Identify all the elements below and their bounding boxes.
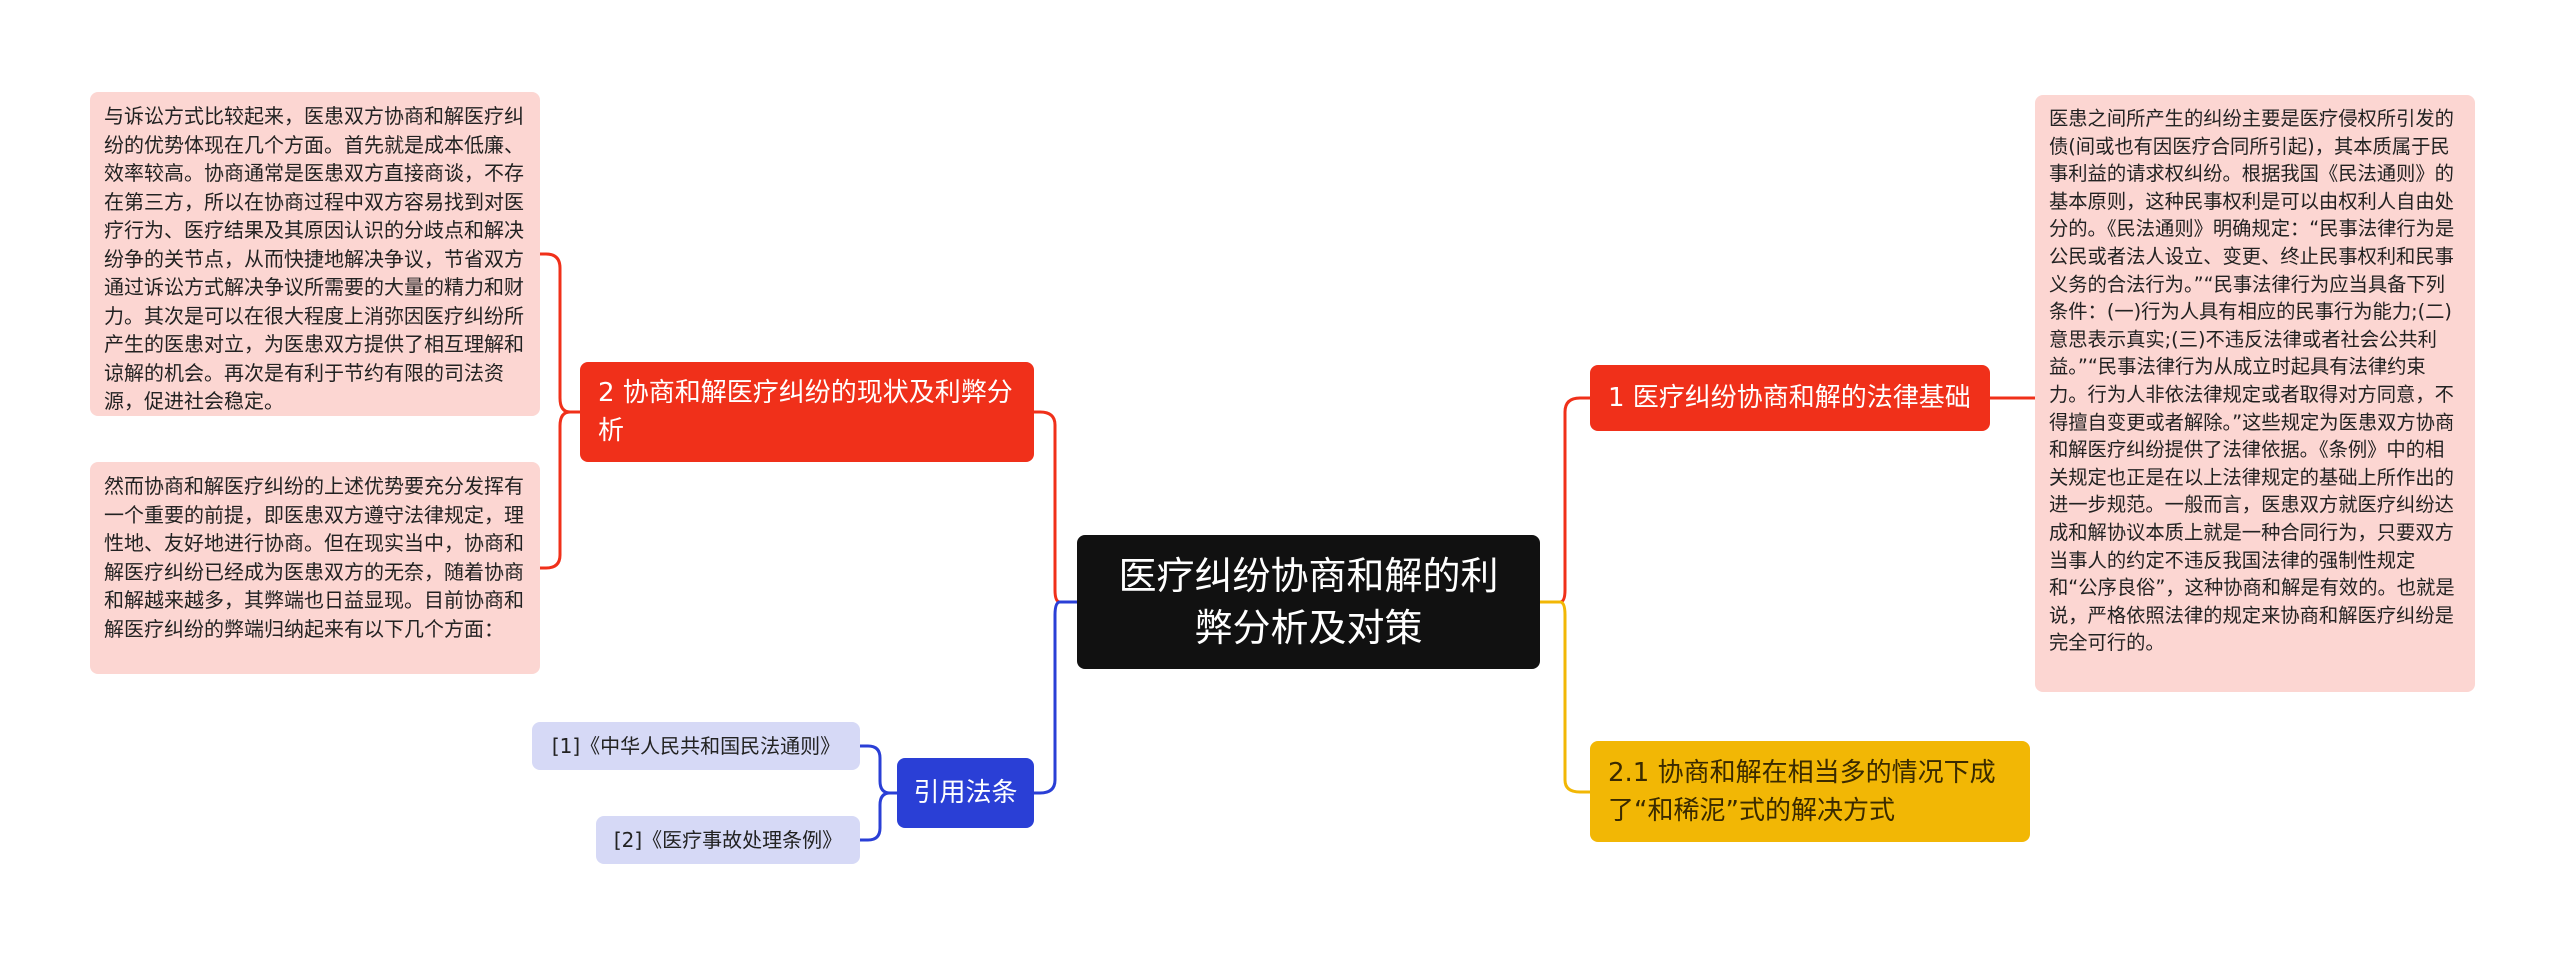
ref-item-medical-regulation[interactable]: [2]《医疗事故处理条例》 xyxy=(596,816,860,864)
branch-status-analysis-label: 2 协商和解医疗纠纷的现状及利弊分析 xyxy=(598,378,1013,446)
link-refs-to-item-2 xyxy=(860,791,897,842)
link-refs-to-item-1 xyxy=(860,744,897,795)
link-center-to-status xyxy=(1034,410,1077,604)
ref-item-medical-regulation-label: [2]《医疗事故处理条例》 xyxy=(613,828,843,852)
note-drawbacks-text: 然而协商和解医疗纠纷的上述优势要充分发挥有一个重要的前提，即医患双方遵守法律规定… xyxy=(104,474,524,641)
ref-item-civil-law-label: [1]《中华人民共和国民法通则》 xyxy=(551,734,841,758)
branch-legal-basis-label: 1 医疗纠纷协商和解的法律基础 xyxy=(1608,383,1971,413)
note-advantages[interactable]: 与诉讼方式比较起来，医患双方协商和解医疗纠纷的优势体现在几个方面。首先就是成本低… xyxy=(90,92,540,416)
branch-legal-basis[interactable]: 1 医疗纠纷协商和解的法律基础 xyxy=(1590,365,1990,431)
central-topic-label: 医疗纠纷协商和解的利弊分析及对策 xyxy=(1118,554,1499,650)
note-drawbacks[interactable]: 然而协商和解医疗纠纷的上述优势要充分发挥有一个重要的前提，即医患双方遵守法律规定… xyxy=(90,462,540,674)
link-status-to-note-2 xyxy=(540,410,580,570)
note-legal-basis[interactable]: 医患之间所产生的纠纷主要是医疗侵权所引发的债(间或也有因医疗合同所引起)，其本质… xyxy=(2035,95,2475,692)
ref-item-civil-law[interactable]: [1]《中华人民共和国民法通则》 xyxy=(532,722,860,770)
note-legal-basis-text: 医患之间所产生的纠纷主要是医疗侵权所引发的债(间或也有因医疗合同所引起)，其本质… xyxy=(2049,107,2455,655)
branch-muddling-solution[interactable]: 2.1 协商和解在相当多的情况下成了“和稀泥”式的解决方式 xyxy=(1590,741,2030,842)
branch-cited-laws[interactable]: 引用法条 xyxy=(897,758,1034,828)
link-center-to-refs xyxy=(1034,600,1077,795)
link-status-to-note-1 xyxy=(540,252,580,414)
link-center-to-muddling xyxy=(1540,600,1590,794)
branch-status-analysis[interactable]: 2 协商和解医疗纠纷的现状及利弊分析 xyxy=(580,362,1034,462)
central-topic[interactable]: 医疗纠纷协商和解的利弊分析及对策 xyxy=(1077,535,1540,669)
note-advantages-text: 与诉讼方式比较起来，医患双方协商和解医疗纠纷的优势体现在几个方面。首先就是成本低… xyxy=(104,104,524,413)
branch-muddling-solution-label: 2.1 协商和解在相当多的情况下成了“和稀泥”式的解决方式 xyxy=(1608,757,1996,826)
link-center-to-legal-basis xyxy=(1540,396,1590,604)
branch-cited-laws-label: 引用法条 xyxy=(913,778,1018,808)
